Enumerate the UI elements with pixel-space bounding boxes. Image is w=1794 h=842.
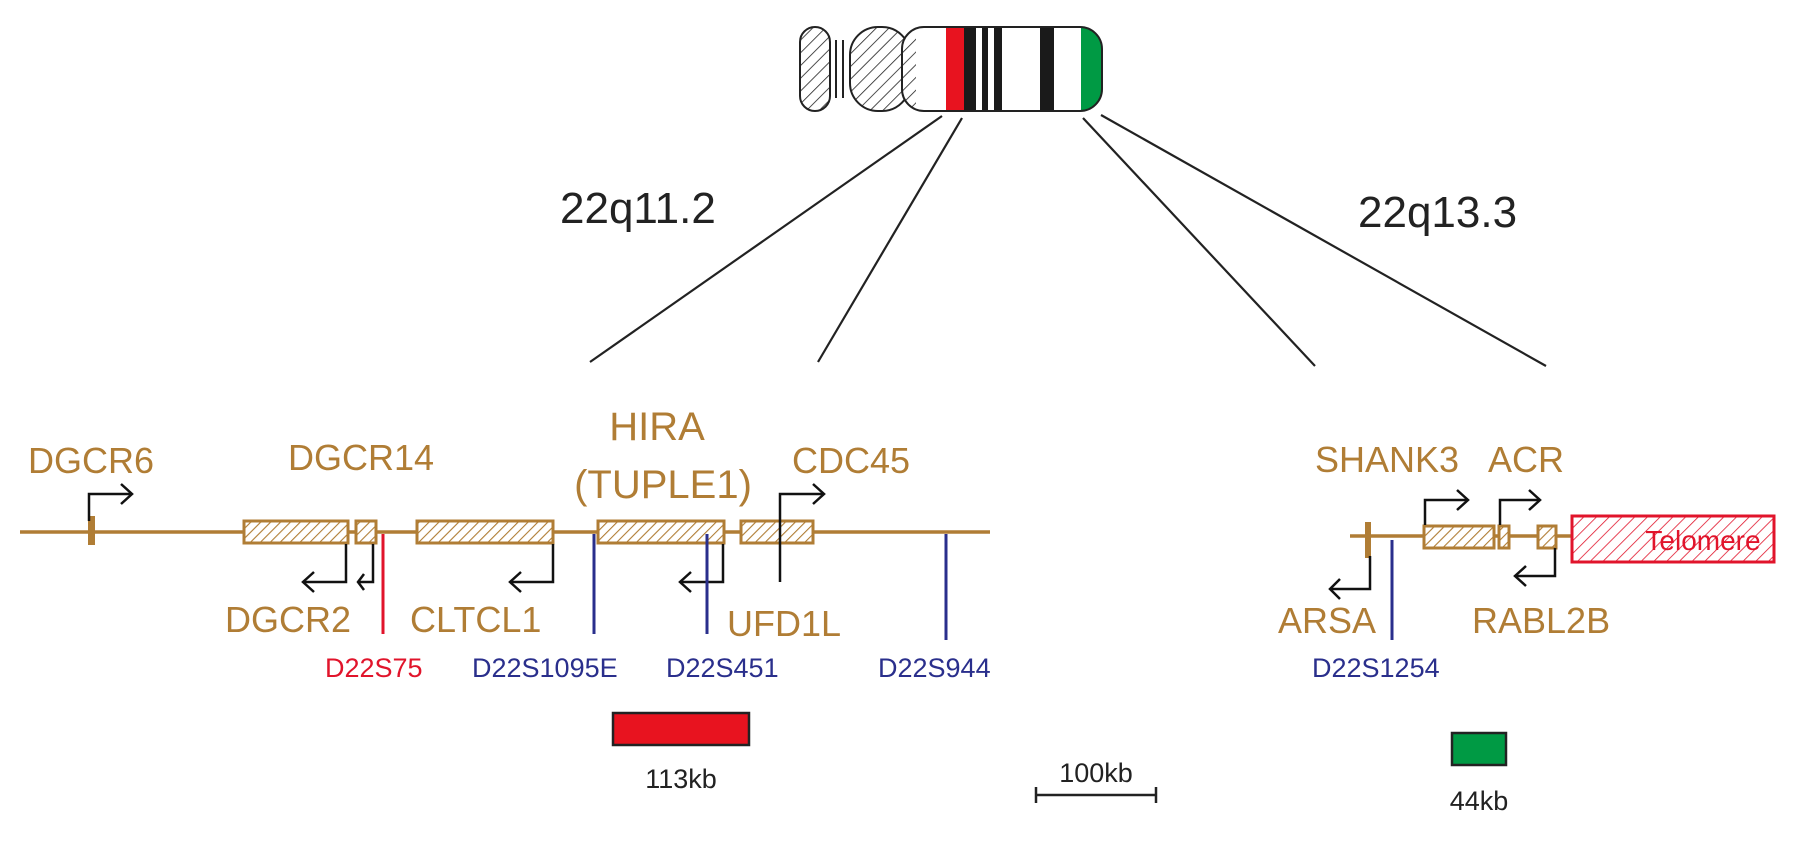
deletion-size-22q13: 44kb xyxy=(1450,731,1509,816)
marker-label-d22s451: D22S451 xyxy=(666,653,779,683)
gene-label-cltcl1: CLTCL1 xyxy=(410,599,541,640)
gene-box-acr xyxy=(1497,524,1511,550)
deletion-label-113kb: 113kb xyxy=(645,764,717,794)
arrow-ufd1l-left-icon xyxy=(678,544,725,593)
gene-label-arsa: ARSA xyxy=(1278,600,1376,641)
region-label-22q13: 22q13.3 xyxy=(1358,188,1517,237)
deletion-band-22q13 xyxy=(1081,27,1102,111)
zoom-lines xyxy=(589,114,1547,367)
gene-label-acr: ACR xyxy=(1488,439,1564,480)
arrow-dgcr2-left-icon xyxy=(301,544,348,593)
q-arm xyxy=(902,27,1102,111)
p-arm xyxy=(849,26,911,112)
gene-box-rabl2b xyxy=(1536,524,1558,550)
deletion-bar-44kb xyxy=(1450,731,1508,767)
gene-label-hira: HIRA xyxy=(609,405,705,449)
gene-arsa-block xyxy=(1365,522,1371,558)
marker-label-d22s1254: D22S1254 xyxy=(1312,653,1440,683)
chromosome-ideogram xyxy=(799,26,1103,112)
arrow-shank3-right-icon xyxy=(1423,489,1470,525)
gene-dgcr6-block xyxy=(88,516,95,545)
gene-box-shank3 xyxy=(1422,524,1496,550)
p-arm-stalk xyxy=(835,40,844,98)
transcription-arrows-22q13 xyxy=(1328,489,1557,600)
gene-label-dgcr2: DGCR2 xyxy=(225,599,351,640)
gene-label-rabl2b: RABL2B xyxy=(1472,600,1610,641)
arrow-dgcr6-right-icon xyxy=(87,483,134,521)
gene-box-hira xyxy=(596,519,726,545)
deletion-band-22q11 xyxy=(946,27,964,111)
scale-label-100kb: 100kb xyxy=(1059,758,1133,788)
p-arm-satellite xyxy=(799,26,831,112)
gene-label-tuple1: (TUPLE1) xyxy=(574,463,752,507)
deletion-label-44kb: 44kb xyxy=(1450,786,1509,816)
region-label-22q11: 22q11.2 xyxy=(560,184,716,233)
gene-label-shank3: SHANK3 xyxy=(1315,439,1459,480)
gene-box-dgcr14 xyxy=(242,519,350,545)
transcription-arrows-22q11 xyxy=(87,483,826,593)
map-22q13: Telomere SHANK3 ACR ARSA RABL2B xyxy=(1278,439,1776,683)
gene-box-cltcl1 xyxy=(415,519,555,545)
deletion-bar-113kb xyxy=(611,711,751,747)
deletion-size-22q11: 113kb xyxy=(611,711,751,794)
gene-box-dgcr2-small xyxy=(354,519,378,545)
gene-box-cdc45-ufd1l xyxy=(739,519,815,545)
marker-label-d22s944: D22S944 xyxy=(878,653,991,683)
arrow-dgcr2-small-left-icon xyxy=(356,544,375,591)
gene-label-dgcr14: DGCR14 xyxy=(288,437,434,478)
telomere-label: Telomere xyxy=(1645,525,1760,556)
marker-label-d22s1095e: D22S1095E xyxy=(472,653,618,683)
arrow-cdc45-right-icon xyxy=(778,483,826,582)
gene-label-ufd1l: UFD1L xyxy=(727,603,841,644)
map-22q11: DGCR6 DGCR14 HIRA (TUPLE1) CDC45 DGCR2 C… xyxy=(20,405,991,683)
scale-ruler: 100kb xyxy=(1034,758,1158,803)
arrow-arsa-left-icon xyxy=(1328,556,1372,600)
gene-label-cdc45: CDC45 xyxy=(792,440,910,481)
marker-label-d22s75: D22S75 xyxy=(325,653,423,683)
arrow-cltcl1-left-icon xyxy=(508,544,555,593)
telomere: Telomere xyxy=(1570,514,1776,564)
arrow-acr-right-icon xyxy=(1498,489,1542,525)
arrow-rabl2b-left-icon xyxy=(1513,548,1557,587)
gene-label-dgcr6: DGCR6 xyxy=(28,440,154,481)
